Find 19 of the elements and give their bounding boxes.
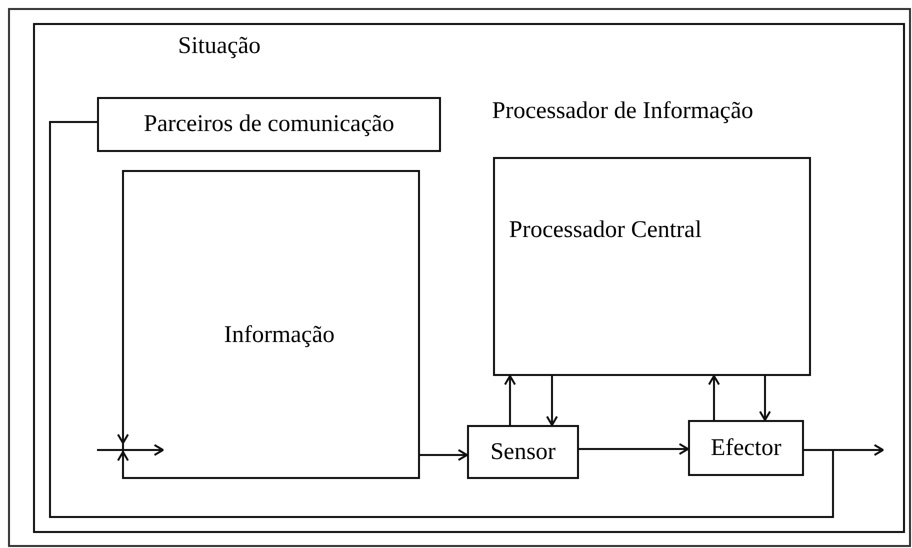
- arrow: [420, 449, 468, 461]
- node-label: Efector: [710, 434, 782, 462]
- group-heading: Processador de Informação: [492, 98, 754, 124]
- node-label: Processador Central: [509, 217, 702, 244]
- arrow: [708, 375, 720, 420]
- process-box: [467, 425, 579, 479]
- node-label: Informação: [224, 322, 335, 348]
- process-box: [688, 420, 804, 476]
- node-label: Situação: [178, 33, 261, 60]
- process-box: [97, 97, 441, 152]
- arrow: [504, 375, 516, 425]
- arrow: [759, 376, 771, 421]
- process-box: [122, 170, 420, 479]
- process-box: [493, 157, 811, 376]
- connector-line: [49, 121, 834, 518]
- node-label: Sensor: [490, 438, 556, 466]
- arrow: [579, 443, 689, 455]
- arrow: [546, 376, 558, 426]
- node-label: Parceiros de comunicação: [144, 111, 394, 138]
